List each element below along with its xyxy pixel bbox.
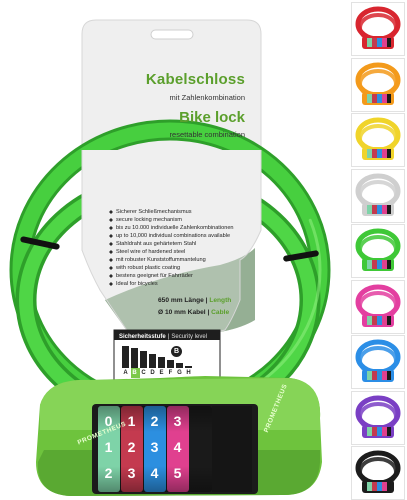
feature-item: mit robuster Kunststoffummantelung bbox=[109, 256, 279, 264]
dial-digit: 1 bbox=[104, 439, 113, 455]
product-image: Kabelschloss mit Zahlenkombination Bike … bbox=[0, 0, 340, 500]
dial-digit: 3 bbox=[127, 465, 136, 481]
dial-digit: 4 bbox=[150, 465, 159, 481]
card-title-de: Kabelschloss bbox=[145, 71, 245, 88]
security-level-value: B bbox=[171, 346, 182, 357]
dial-digit: 2 bbox=[150, 413, 159, 429]
dial-digit: 4 bbox=[173, 439, 182, 455]
feature-item: up to 10,000 individual combinations ava… bbox=[109, 232, 279, 240]
feature-list: Sicherer Schließmechanismus secure locki… bbox=[109, 208, 279, 288]
dial-digit: 5 bbox=[173, 465, 182, 481]
spec-length-en: Length bbox=[209, 297, 232, 304]
dial-digit: 2 bbox=[104, 465, 113, 481]
dial-digit: 2 bbox=[127, 439, 136, 455]
card-subtitle-en: resettable combination bbox=[169, 130, 245, 139]
color-variant-strip bbox=[348, 0, 407, 500]
feature-item: secure locking mechanism bbox=[109, 216, 279, 224]
security-level-letter: H bbox=[186, 370, 191, 376]
security-level-letter: C bbox=[141, 370, 146, 376]
feature-item: Steel wire of hardened steel bbox=[109, 248, 279, 256]
dial-digit: 3 bbox=[150, 439, 159, 455]
security-level-letter: D bbox=[150, 370, 155, 376]
security-level-letter: F bbox=[168, 370, 173, 376]
feature-item: Sicherer Schließmechanismus bbox=[109, 208, 279, 216]
feature-item: Ideal for bicycles bbox=[109, 280, 279, 288]
cable-tie-left bbox=[20, 236, 60, 250]
security-title-de: Sicherheitsstufe bbox=[119, 334, 166, 340]
spec-length-de: 650 mm Länge bbox=[158, 297, 204, 304]
color-variant-thumbnail[interactable] bbox=[351, 446, 405, 500]
color-variant-thumbnail[interactable] bbox=[351, 279, 405, 334]
spec-cable-en: Cable bbox=[211, 309, 230, 316]
security-level-letter: A bbox=[123, 370, 128, 376]
color-variant-thumbnail[interactable] bbox=[351, 57, 405, 112]
color-variant-thumbnail[interactable] bbox=[351, 224, 405, 278]
spec-cable: Ø 10 mm Kabel | Cable bbox=[158, 309, 230, 316]
feature-item: bis zu 10.000 individuelle Zahlenkombina… bbox=[109, 224, 279, 232]
dials-group bbox=[98, 406, 212, 492]
security-level-letter: B bbox=[132, 370, 137, 376]
dial-digit: 0 bbox=[104, 413, 113, 429]
color-variant-thumbnail[interactable] bbox=[351, 168, 405, 223]
security-title-en: Security level bbox=[171, 334, 208, 340]
security-level-letter: G bbox=[177, 370, 182, 376]
dial-digit: 1 bbox=[127, 413, 136, 429]
feature-item: Stahldraht aus gehärtetem Stahl bbox=[109, 240, 279, 248]
hang-hole bbox=[150, 29, 194, 40]
security-level-letter: E bbox=[159, 370, 164, 376]
card-title-en: Bike lock bbox=[179, 109, 245, 126]
feature-item: with robust plastic coating bbox=[109, 264, 279, 272]
card-subtitle-de: mit Zahlenkombination bbox=[169, 93, 245, 102]
color-variant-thumbnail[interactable] bbox=[351, 390, 405, 445]
feature-item: bestens geeignet für Fahrräder bbox=[109, 272, 279, 280]
color-variant-thumbnail[interactable] bbox=[351, 335, 405, 389]
security-level-bars bbox=[122, 346, 192, 368]
dial-digit: 3 bbox=[173, 413, 182, 429]
color-variant-thumbnail[interactable] bbox=[351, 2, 405, 56]
security-level-title: Sicherheitsstufe|Security level bbox=[119, 334, 208, 340]
spec-cable-de: Ø 10 mm Kabel bbox=[158, 309, 206, 316]
spec-length: 650 mm Länge | Length bbox=[158, 297, 232, 304]
color-variant-thumbnail[interactable] bbox=[351, 113, 405, 167]
cable-tie-right bbox=[283, 250, 319, 262]
